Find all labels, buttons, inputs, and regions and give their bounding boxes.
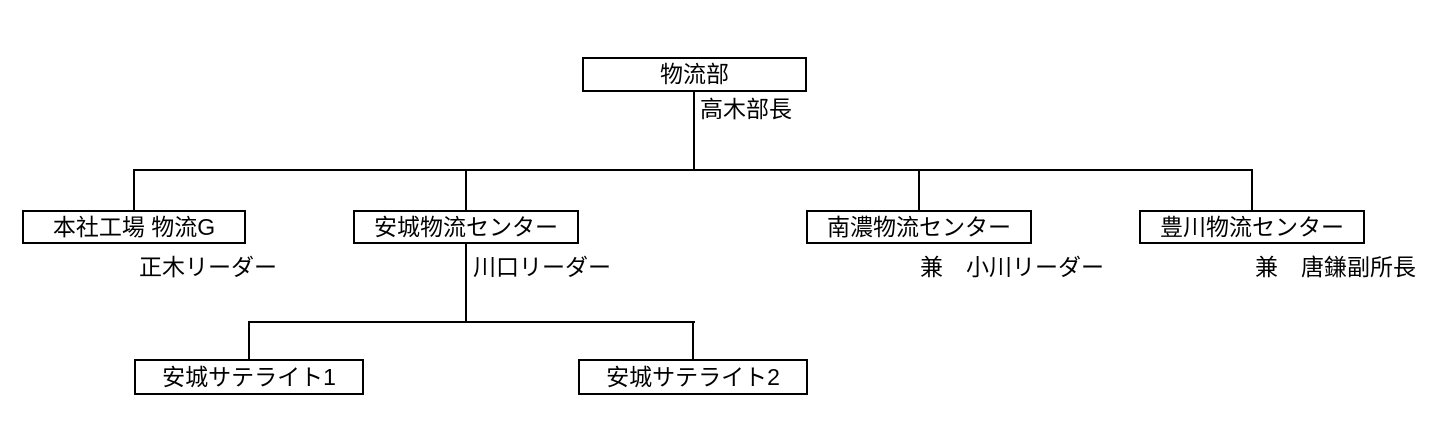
connector-drop-nanno [918,169,920,212]
connector-drop-anjo [465,169,467,212]
org-node-honsha-label: 本社工場 物流G [52,213,216,240]
org-node-honsha: 本社工場 物流G [22,210,246,244]
org-node-toyokawa-label: 豊川物流センター [1160,213,1344,240]
org-node-satellite2: 安城サテライト2 [578,359,808,395]
org-node-anjo: 安城物流センター [353,210,579,244]
org-node-anjo-staff: 川口リーダー [473,254,611,280]
org-node-nanno-label: 南濃物流センター [827,213,1011,240]
org-node-honsha-staff: 正木リーダー [139,254,277,280]
connector-level3-horizontal [248,321,695,323]
connector-drop-satellite2 [692,321,694,361]
connector-level2-horizontal [133,169,1253,171]
org-node-root-label: 物流部 [660,61,729,87]
connector-drop-satellite1 [248,321,250,361]
org-node-nanno: 南濃物流センター [806,210,1032,244]
connector-anjo-vertical [465,244,467,323]
connector-root-vertical [693,92,695,171]
org-node-toyokawa-staff: 兼 唐鎌副所長 [1255,254,1416,280]
org-node-satellite2-label: 安城サテライト2 [606,363,780,390]
connector-drop-toyokawa [1251,169,1253,212]
connector-drop-honsha [133,169,135,212]
org-node-anjo-label: 安城物流センター [374,213,558,240]
org-node-satellite1: 安城サテライト1 [134,359,364,395]
org-node-root-staff: 高木部長 [700,96,792,122]
org-node-toyokawa: 豊川物流センター [1139,210,1365,244]
org-node-satellite1-label: 安城サテライト1 [162,363,336,390]
org-node-nanno-staff: 兼 小川リーダー [920,254,1104,280]
org-node-root: 物流部 [582,57,807,92]
